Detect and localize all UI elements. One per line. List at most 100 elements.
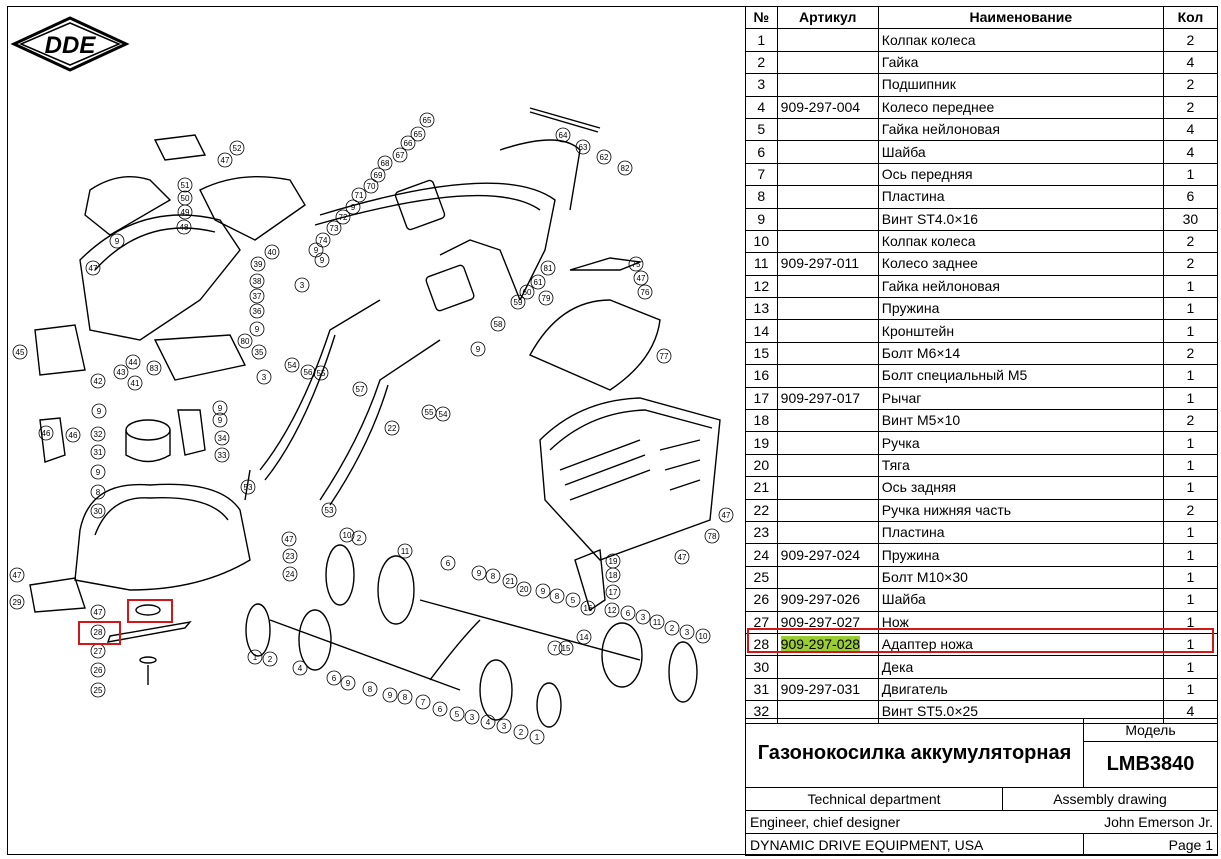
row-article — [776, 162, 879, 187]
svg-text:21: 21 — [506, 577, 515, 586]
svg-text:3: 3 — [685, 628, 690, 637]
svg-text:11: 11 — [401, 547, 410, 556]
svg-text:33: 33 — [218, 451, 227, 460]
svg-text:45: 45 — [16, 348, 25, 357]
row-qty: 2 — [1162, 341, 1219, 366]
svg-text:38: 38 — [253, 277, 262, 286]
row-name: Гайка — [877, 50, 1164, 75]
row-article: 909-297-011 — [776, 252, 879, 276]
company-name: DYNAMIC DRIVE EQUIPMENT, USA — [745, 833, 1084, 856]
svg-text:1: 1 — [535, 733, 540, 742]
svg-text:9: 9 — [97, 407, 102, 416]
svg-text:8: 8 — [555, 592, 560, 601]
svg-text:3: 3 — [262, 373, 267, 382]
svg-text:6: 6 — [438, 705, 443, 714]
row-name: Болт M10×30 — [877, 565, 1164, 590]
svg-text:72: 72 — [339, 213, 348, 222]
svg-text:79: 79 — [542, 294, 551, 303]
svg-text:29: 29 — [13, 598, 22, 607]
svg-text:75: 75 — [632, 260, 641, 269]
row-article — [776, 185, 879, 209]
row-name: Винт ST4.0×16 — [877, 207, 1164, 231]
row-qty: 1 — [1162, 655, 1219, 679]
svg-text:81: 81 — [544, 264, 553, 273]
designer-role: Engineer, chief designer — [750, 814, 901, 830]
svg-text:7: 7 — [421, 698, 426, 707]
row-num: 21 — [745, 476, 778, 500]
svg-text:54: 54 — [288, 361, 297, 370]
row-name: Пружина — [877, 297, 1164, 321]
svg-text:42: 42 — [94, 377, 103, 386]
row-article — [776, 297, 879, 321]
svg-text:9: 9 — [351, 203, 356, 212]
row-name: Шайба — [877, 588, 1164, 612]
row-qty: 6 — [1162, 185, 1219, 209]
row-name: Рычаг — [877, 386, 1164, 411]
svg-text:71: 71 — [355, 191, 364, 200]
row-name: Ручка — [877, 431, 1164, 455]
row-name: Болт специальный M5 — [877, 364, 1164, 388]
svg-text:5: 5 — [571, 596, 576, 605]
svg-text:9: 9 — [218, 416, 223, 425]
row-article — [776, 565, 879, 590]
row-name: Колпак колеса — [877, 28, 1164, 52]
row-qty: 1 — [1162, 543, 1219, 567]
row-num: 18 — [745, 409, 778, 433]
svg-text:9: 9 — [115, 237, 120, 246]
row-qty: 2 — [1162, 73, 1219, 97]
row-name: Колесо заднее — [877, 252, 1164, 276]
svg-text:80: 80 — [241, 337, 250, 346]
row-article: 909-297-026 — [776, 588, 879, 612]
row-article: 909-297-017 — [776, 386, 879, 411]
row-article — [776, 655, 879, 679]
row-article — [776, 453, 879, 478]
svg-text:47: 47 — [637, 274, 646, 283]
svg-text:34: 34 — [218, 434, 227, 443]
row-qty: 1 — [1162, 565, 1219, 590]
svg-text:61: 61 — [534, 278, 543, 287]
row-qty: 2 — [1162, 498, 1219, 522]
svg-text:58: 58 — [494, 320, 503, 329]
department: Technical department — [745, 787, 1003, 811]
svg-text:12: 12 — [608, 606, 617, 615]
row-qty: 1 — [1162, 319, 1219, 343]
title-block: Газонокосилка аккумуляторная Модель LMB3… — [745, 718, 1218, 856]
header-num: № — [745, 5, 778, 30]
svg-text:54: 54 — [439, 410, 448, 419]
row-num: 13 — [745, 297, 778, 321]
highlighted-article: 909-297-028 — [780, 636, 861, 653]
svg-text:28: 28 — [94, 628, 103, 637]
svg-text:47: 47 — [13, 571, 22, 580]
svg-text:9: 9 — [477, 569, 482, 578]
svg-text:9: 9 — [388, 691, 393, 700]
